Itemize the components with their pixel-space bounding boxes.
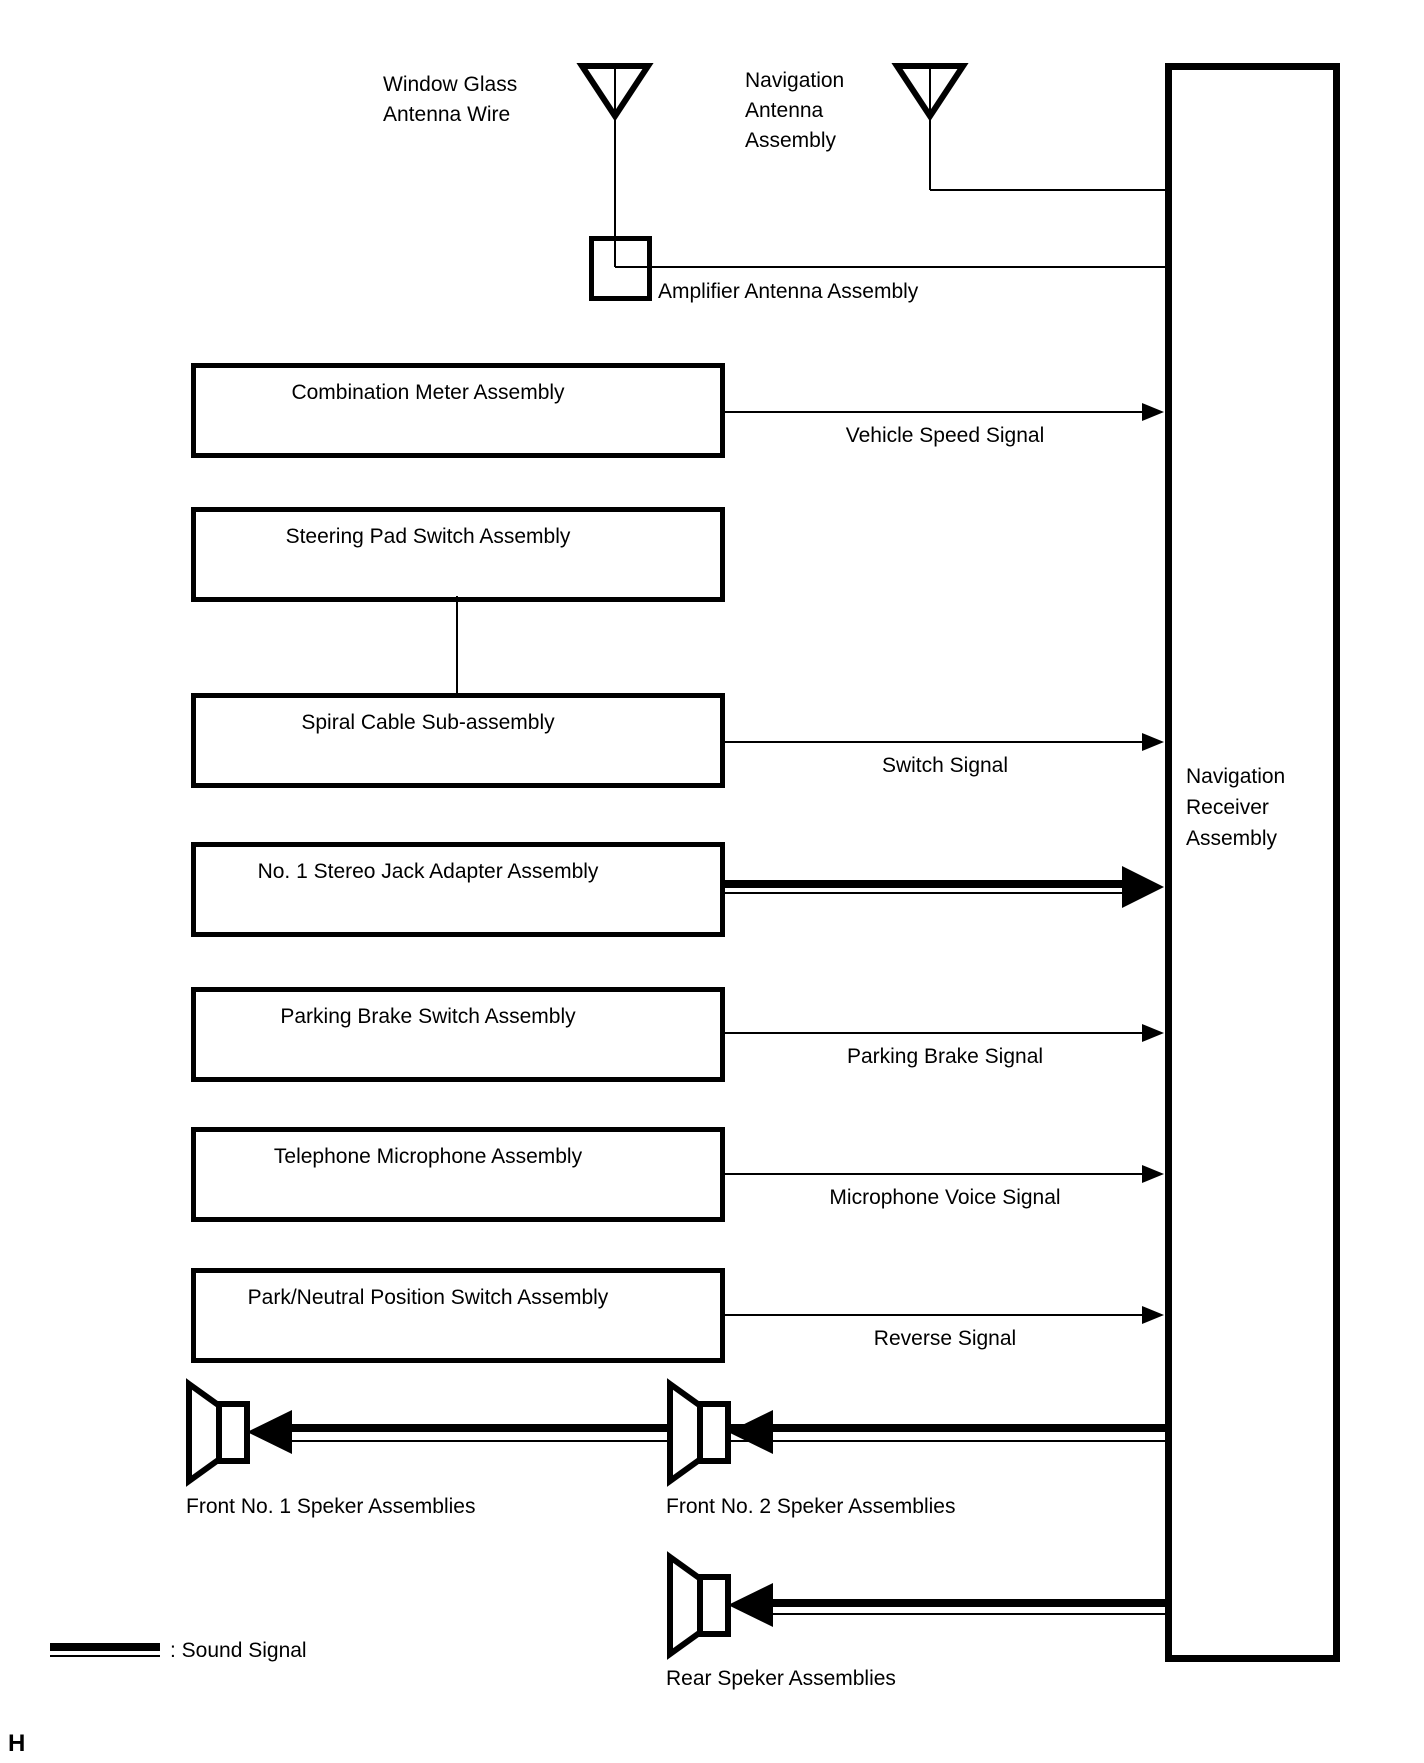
switch-signal-label: Switch Signal bbox=[881, 754, 1009, 777]
label-line: Assembly bbox=[745, 129, 837, 152]
label-line: Window Glass bbox=[383, 73, 518, 96]
switch-signal-arrowhead-icon bbox=[1142, 733, 1164, 751]
rear-speaker-label: Rear Speker Assemblies bbox=[666, 1667, 896, 1690]
box-stereo-jack-adapter: No. 1 Stereo Jack Adapter Assembly bbox=[191, 842, 725, 937]
box-park-neutral-switch: Park/Neutral Position Switch Assembly bbox=[191, 1268, 725, 1363]
front-no2-speaker-label: Front No. 2 Speker Assemblies bbox=[666, 1495, 956, 1518]
front-no1-sound-arrowhead-icon bbox=[247, 1410, 292, 1454]
box-steering-pad-switch: Steering Pad Switch Assembly bbox=[191, 507, 725, 602]
front-no2-sound-arrowhead-icon bbox=[728, 1410, 773, 1454]
stereo-jack-sound-line-thick bbox=[725, 880, 1125, 888]
parking-brake-signal-label: Parking Brake Signal bbox=[846, 1045, 1044, 1068]
box-navigation-receiver bbox=[1165, 63, 1340, 1662]
label-line: Antenna bbox=[745, 99, 824, 122]
box-combination-meter: Combination Meter Assembly bbox=[191, 363, 725, 458]
parking-brake-arrowhead-icon bbox=[1142, 1024, 1164, 1042]
reverse-signal-label: Reverse Signal bbox=[873, 1327, 1017, 1350]
navigation-receiver-label: Navigation Receiver Assembly bbox=[1186, 761, 1285, 854]
vehicle-speed-signal-label: Vehicle Speed Signal bbox=[845, 424, 1045, 447]
box-telephone-microphone: Telephone Microphone Assembly bbox=[191, 1127, 725, 1222]
stereo-jack-sound-arrowhead-icon bbox=[1122, 866, 1164, 908]
reverse-arrowhead-icon bbox=[1142, 1306, 1164, 1324]
rear-speaker-sound-line-thick bbox=[770, 1599, 1167, 1607]
rear-speaker-driver-icon bbox=[697, 1574, 731, 1637]
front-no1-speaker-driver-icon bbox=[216, 1401, 250, 1464]
page-marker: H bbox=[8, 1730, 26, 1757]
label-line: Receiver bbox=[1186, 796, 1269, 819]
box-parking-brake-switch: Parking Brake Switch Assembly bbox=[191, 987, 725, 1082]
window-antenna-label: Window Glass Antenna Wire bbox=[383, 70, 517, 130]
legend-label: : Sound Signal bbox=[170, 1639, 307, 1662]
microphone-voice-signal-label: Microphone Voice Signal bbox=[829, 1186, 1061, 1209]
label-line: Antenna Wire bbox=[383, 103, 511, 126]
label-line: Assembly bbox=[1186, 827, 1278, 850]
front-no2-speaker-driver-icon bbox=[697, 1401, 731, 1464]
label-line: Navigation bbox=[1186, 765, 1286, 788]
box-amplifier-antenna bbox=[589, 236, 652, 301]
box-spiral-cable: Spiral Cable Sub-assembly bbox=[191, 693, 725, 788]
legend-sound-line-icon bbox=[50, 1643, 160, 1651]
rear-sound-arrowhead-icon bbox=[728, 1583, 773, 1627]
front-no1-speaker-label: Front No. 1 Speker Assemblies bbox=[186, 1495, 476, 1518]
amplifier-antenna-label: Amplifier Antenna Assembly bbox=[658, 280, 919, 303]
microphone-arrowhead-icon bbox=[1142, 1165, 1164, 1183]
vehicle-speed-arrowhead-icon bbox=[1142, 403, 1164, 421]
label-line: Navigation bbox=[745, 69, 845, 92]
navigation-antenna-label: Navigation Antenna Assembly bbox=[745, 66, 844, 156]
